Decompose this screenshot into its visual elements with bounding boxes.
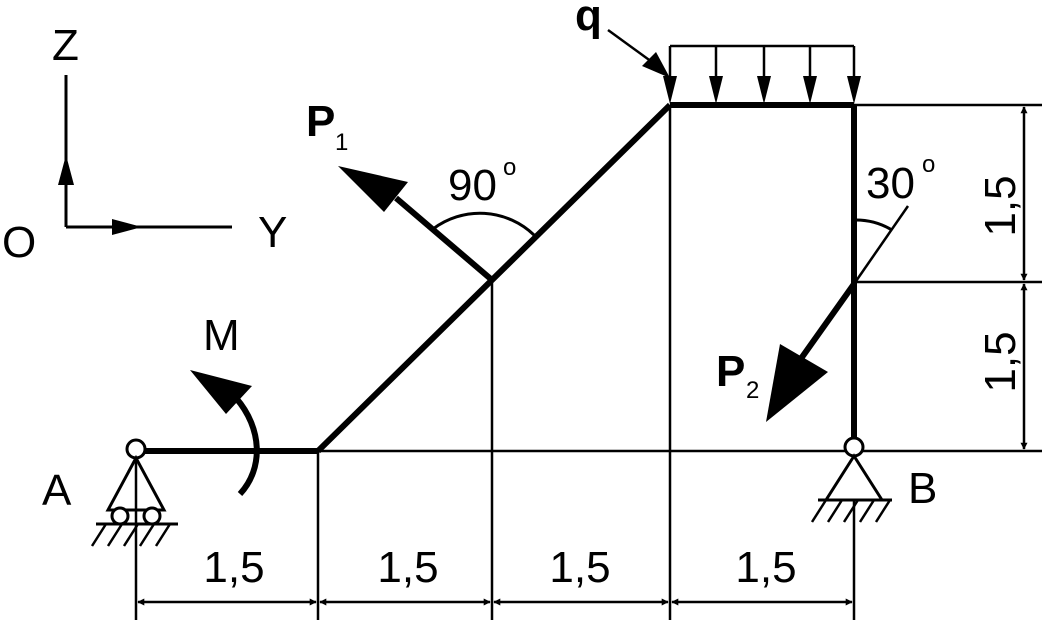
vdim-label-bottom: 1,5 bbox=[976, 331, 1025, 392]
roller-right bbox=[142, 506, 162, 526]
force-p1-subscript: 1 bbox=[335, 129, 348, 156]
support-b-triangle bbox=[823, 453, 885, 502]
y-axis-label: Y bbox=[258, 208, 287, 257]
support-b-label: B bbox=[908, 464, 937, 513]
origin-label: O bbox=[2, 218, 36, 267]
dim-label-3: 1,5 bbox=[549, 543, 610, 592]
coordinate-axes: Z Y O bbox=[2, 21, 287, 267]
distributed-load-q: q bbox=[575, 0, 861, 104]
moment-arc bbox=[233, 396, 260, 497]
dim-label-2: 1,5 bbox=[377, 543, 438, 592]
moment-label: M bbox=[203, 311, 240, 360]
support-a-hatching bbox=[90, 523, 172, 547]
moment-m: M bbox=[190, 311, 260, 497]
vertical-dimensions: 1,5 1,5 bbox=[976, 106, 1028, 450]
angle-90-value: 90 bbox=[448, 161, 497, 210]
load-arrowheads bbox=[663, 76, 861, 104]
support-a: A bbox=[42, 438, 178, 547]
force-p2-line-of-action bbox=[852, 205, 910, 285]
angle-30-arc bbox=[853, 218, 893, 232]
frame bbox=[136, 102, 857, 454]
load-arrow-shafts bbox=[668, 46, 856, 80]
angle-90-arc bbox=[432, 211, 536, 237]
z-axis-label: Z bbox=[52, 21, 79, 70]
angle-30-value: 30 bbox=[866, 159, 915, 208]
moment-arrowhead bbox=[190, 370, 252, 414]
force-p1-arrowhead bbox=[338, 166, 408, 212]
support-a-triangle bbox=[105, 454, 167, 512]
y-axis-arrowhead bbox=[112, 219, 142, 235]
force-p1-letter: P bbox=[306, 97, 335, 146]
force-p1: 90 o P 1 bbox=[306, 97, 536, 283]
reference-lines bbox=[134, 103, 1042, 620]
force-p2-letter: P bbox=[716, 347, 745, 396]
force-p1-shaft bbox=[394, 195, 494, 283]
support-a-label: A bbox=[42, 466, 72, 515]
dim-label-4: 1,5 bbox=[735, 543, 796, 592]
frame-inclined-segment bbox=[315, 102, 673, 454]
support-b-hatching bbox=[810, 499, 892, 523]
force-p2-subscript: 2 bbox=[746, 377, 759, 404]
z-axis-arrowhead bbox=[58, 155, 74, 185]
force-p2-arrowhead bbox=[766, 344, 828, 422]
angle-90-degree: o bbox=[503, 154, 516, 181]
dim-label-1: 1,5 bbox=[203, 543, 264, 592]
force-p2-shaft bbox=[797, 282, 857, 362]
force-p2: 30 o P 2 bbox=[716, 151, 935, 422]
q-leader-arrowhead bbox=[642, 52, 670, 78]
horizontal-dimensions: 1,5 1,5 1,5 1,5 bbox=[137, 543, 853, 606]
angle-30-degree: o bbox=[922, 151, 935, 178]
support-b: B bbox=[810, 436, 937, 523]
roller-left bbox=[110, 506, 130, 526]
vdim-label-top: 1,5 bbox=[976, 175, 1025, 236]
q-leader-line bbox=[607, 28, 653, 64]
q-label: q bbox=[575, 0, 602, 40]
